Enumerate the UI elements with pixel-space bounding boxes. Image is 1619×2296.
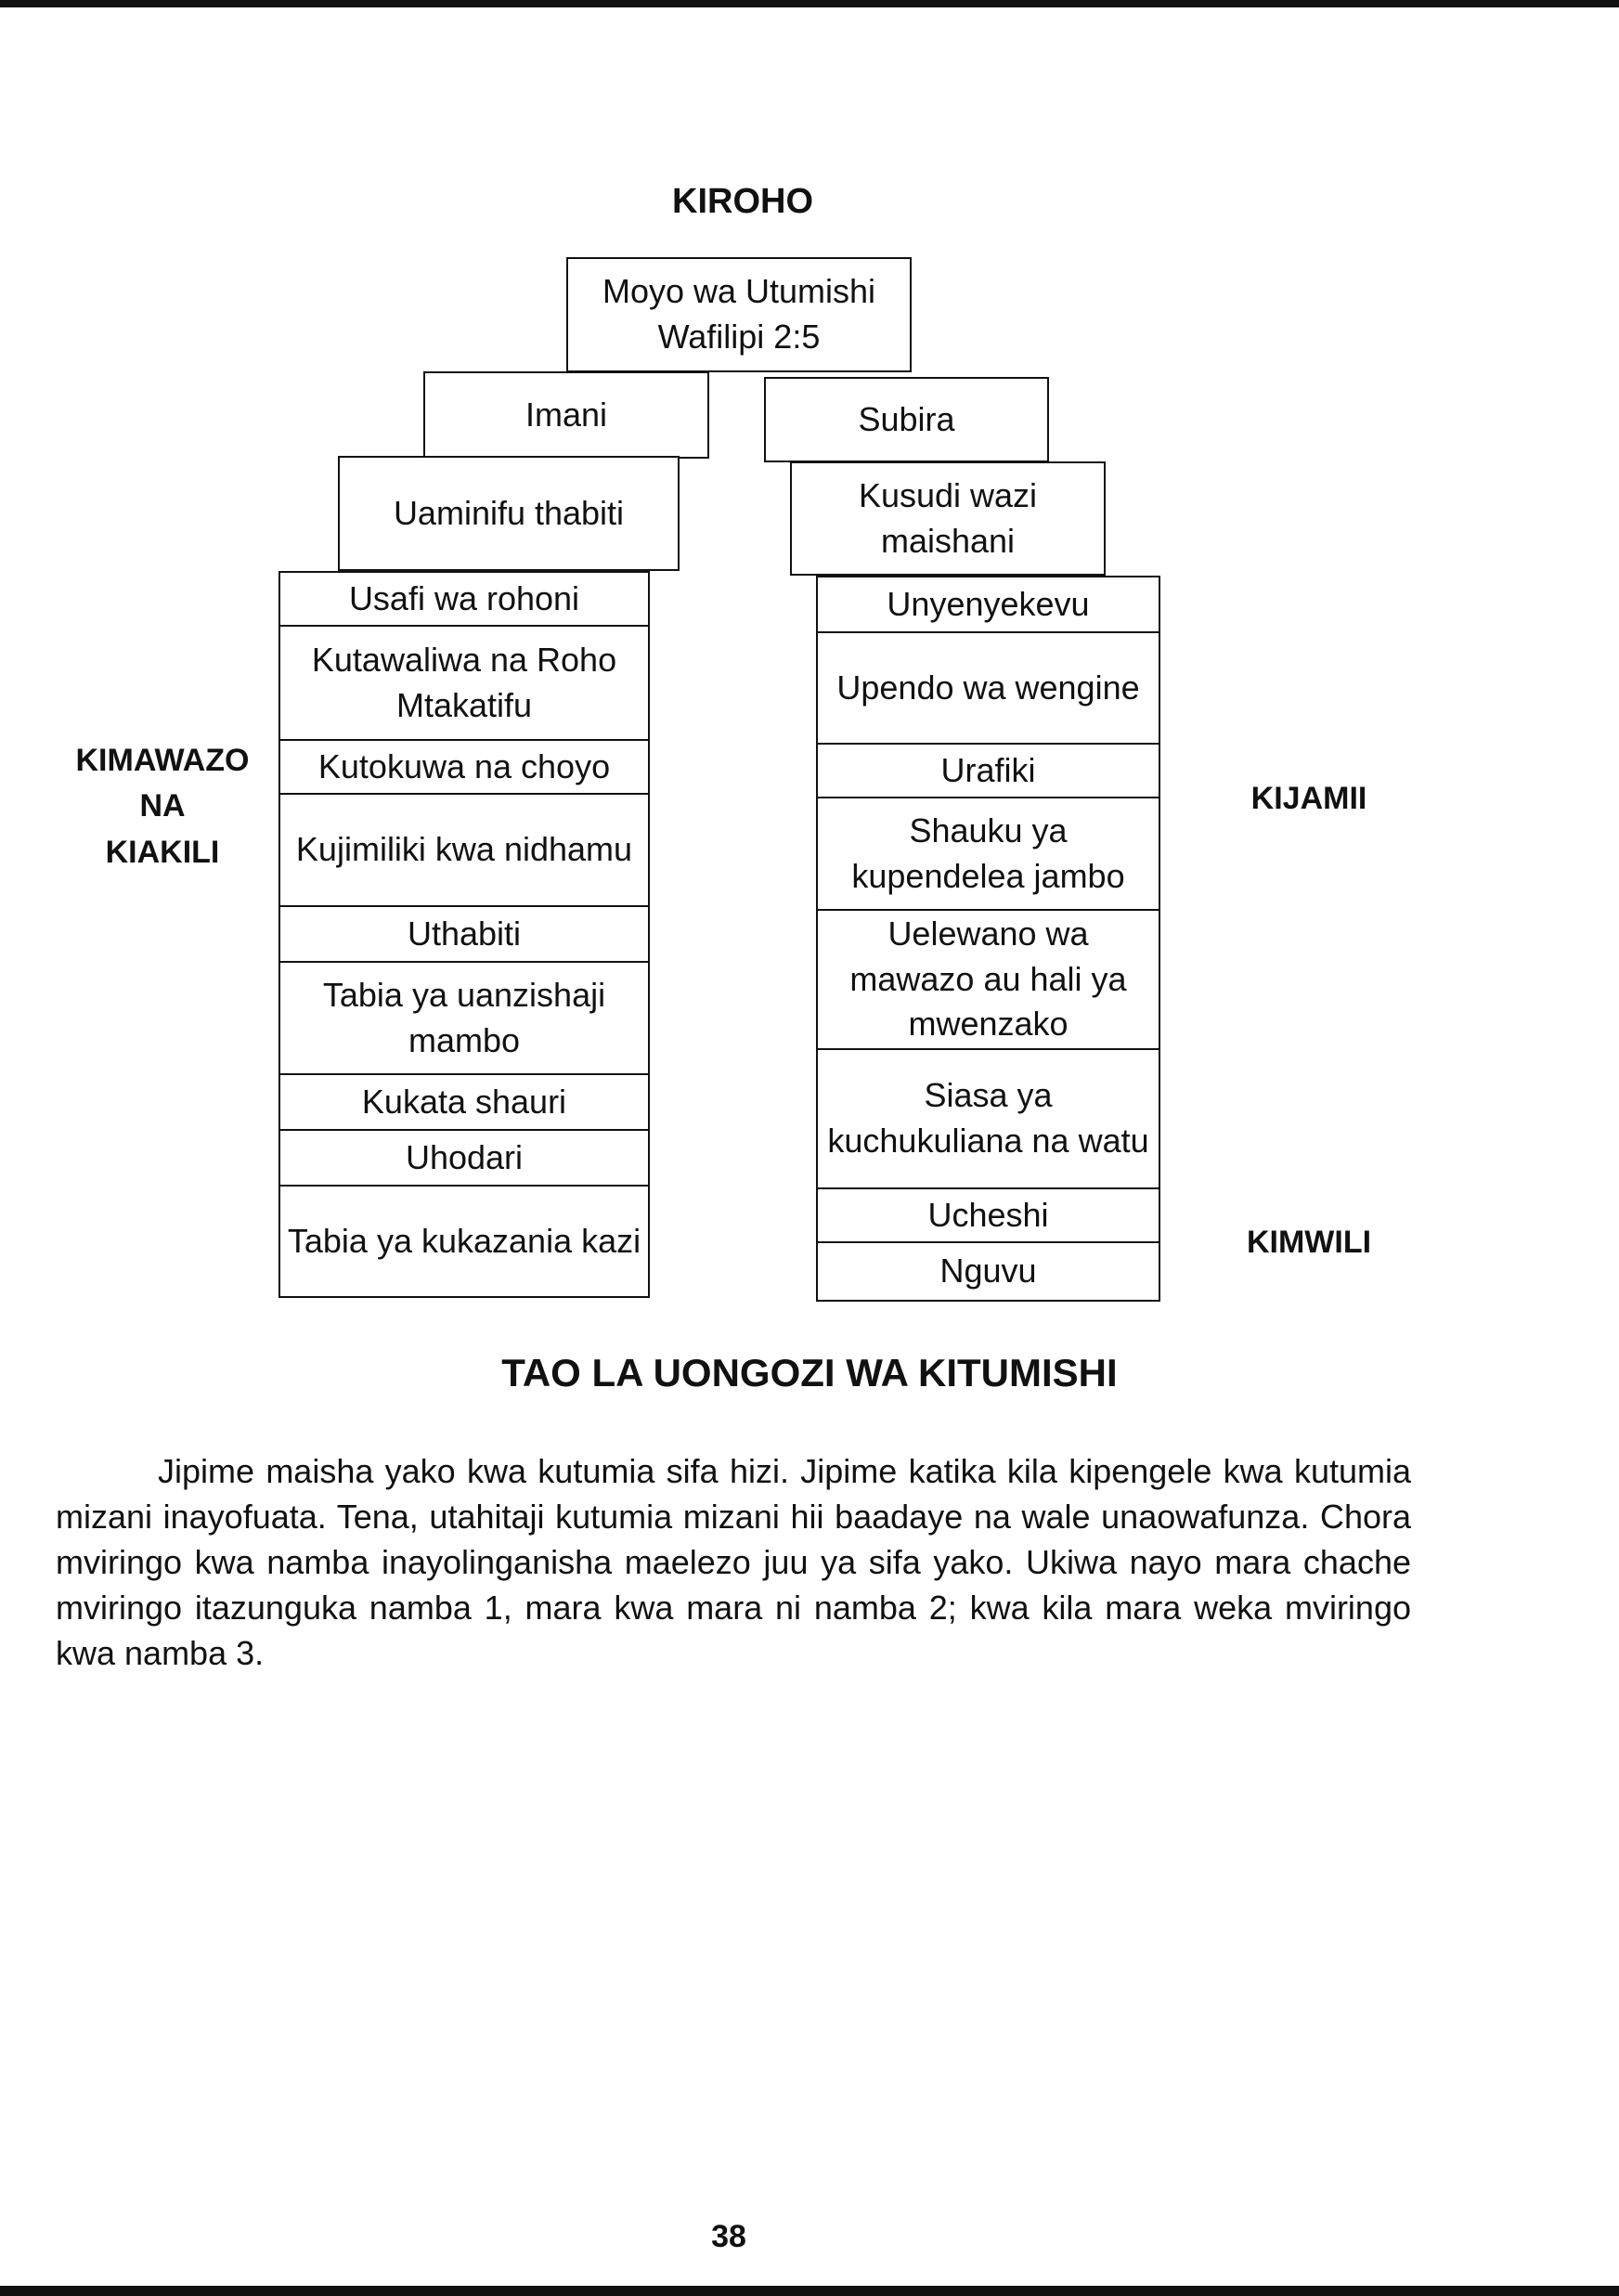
label-kiakili: KIAKILI — [105, 834, 220, 870]
page-title: TAO LA UONGOZI WA KITUMISHI — [501, 1351, 1118, 1394]
label-kimawazo: KIMAWAZO — [75, 743, 250, 778]
box-kusudi: Kusudi wazi maishani — [790, 461, 1106, 576]
trait-right-6: Siasa ya kuchukuliana na watu — [818, 1050, 1159, 1189]
trait-left-5: Uthabiti — [280, 907, 648, 963]
trait-left-7: Kukata shauri — [280, 1075, 648, 1131]
box-uaminifu: Uaminifu thabiti — [338, 456, 680, 571]
trait-left-9: Tabia ya kukazania kazi — [280, 1187, 648, 1298]
page-bottom-edge — [0, 2286, 1619, 2296]
trait-left-1: Usafi wa rohoni — [280, 573, 648, 627]
page-number: 38 — [711, 2219, 746, 2254]
label-kijamii: KIJAMII — [1250, 781, 1367, 816]
label-kimawazo-na-kiakili: KIMAWAZO NA KIAKILI — [51, 738, 274, 876]
trait-right-1: Unyenyekevu — [818, 577, 1159, 633]
trait-left-8: Uhodari — [280, 1131, 648, 1187]
box-subira: Subira — [764, 377, 1049, 462]
trait-right-3: Urafiki — [818, 745, 1159, 798]
apex-box: Moyo wa Utumishi Wafilipi 2:5 — [566, 257, 912, 372]
trait-right-8: Nguvu — [818, 1243, 1159, 1302]
trait-right-7: Ucheshi — [818, 1189, 1159, 1243]
trait-left-6: Tabia ya uanzishaji mambo — [280, 963, 648, 1075]
box-imani: Imani — [423, 371, 709, 459]
trait-left-3: Kutokuwa na choyo — [280, 741, 648, 795]
label-na: NA — [139, 788, 186, 824]
instruction-paragraph: Jipime maisha yako kwa kutumia sifa hizi… — [56, 1452, 1411, 1672]
trait-right-5: Uelewano wa mawazo au hali ya mwenzako — [818, 911, 1159, 1050]
label-kiroho: KIROHO — [672, 182, 813, 221]
trait-left-2: Kutawaliwa na Roho Mtakatifu — [280, 627, 648, 741]
apex-line-1: Moyo wa Utumishi — [602, 272, 876, 311]
left-trait-column: Usafi wa rohoni Kutawaliwa na Roho Mtaka… — [278, 571, 650, 1298]
apex-line-2: Wafilipi 2:5 — [657, 318, 821, 356]
right-trait-column: Unyenyekevu Upendo wa wengine Urafiki Sh… — [816, 576, 1160, 1302]
label-kimwili: KIMWILI — [1246, 1225, 1372, 1260]
page-top-edge — [0, 0, 1619, 7]
trait-right-2: Upendo wa wengine — [818, 633, 1159, 745]
trait-left-4: Kujimiliki kwa nidhamu — [280, 795, 648, 907]
trait-right-4: Shauku ya kupendelea jambo — [818, 798, 1159, 911]
